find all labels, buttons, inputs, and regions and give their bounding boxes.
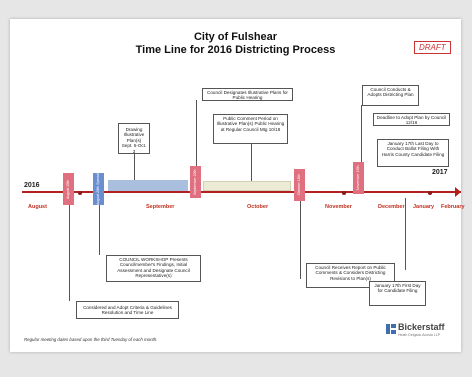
note-drawing-plans: Drawing Illustrative Plan(s) Sept. 5-Oct… <box>118 123 150 154</box>
note-public-comment: Public Comment Period on Illustrative Pl… <box>213 114 288 144</box>
note-council-receives: Council Receives Report on Public Commen… <box>306 263 395 288</box>
note-council-conducts: Council Conducts & Adopts Districting Pl… <box>362 85 419 106</box>
connector <box>251 144 252 181</box>
logo-mark-icon <box>386 324 396 334</box>
connector <box>99 205 100 255</box>
axis-arrow-icon <box>455 187 461 197</box>
month-label: February <box>441 204 465 210</box>
connector <box>134 154 135 180</box>
logo-name: Bickerstaff <box>398 322 445 332</box>
meeting-marker: August 26th Special Mtg <box>93 173 104 205</box>
month-label: December <box>378 204 405 210</box>
timeline-slide: City of Fulshear Time Line for 2016 Dist… <box>10 19 465 352</box>
connector <box>300 201 301 279</box>
month-label: January <box>413 204 435 210</box>
public-comment-band <box>203 181 291 191</box>
connector <box>196 100 197 166</box>
note-deadline: Deadline to Adopt Plan by Council 12/16 <box>373 113 450 126</box>
connector <box>69 205 70 301</box>
month-label: November <box>325 204 352 210</box>
page-subtitle: Time Line for 2016 Districting Process <box>135 44 336 56</box>
note-council-workshop: COUNCIL WORKSHOP Presents Councilmember'… <box>106 255 201 282</box>
note-considered-adopt: Considered and Adopt Criteria & Guidelin… <box>76 301 179 319</box>
drawing-period-band <box>108 180 188 191</box>
note-january-first: January 17th First Day for Candidate Fil… <box>369 281 426 306</box>
footnote: Regular meeting dates based upon the thi… <box>24 337 158 342</box>
axis-dot <box>342 191 346 195</box>
logo-tagline: Heath Delgado Acosta LLP <box>398 333 441 337</box>
connector <box>405 198 406 270</box>
meeting-marker: October 18th Regular Mtg <box>294 169 305 201</box>
axis-dot <box>428 191 432 195</box>
year-label-end: 2017 <box>432 169 448 176</box>
meeting-marker: August 15th Regular Mtg <box>63 173 74 205</box>
meeting-marker: September 20th Regular Mtg <box>190 166 201 198</box>
draft-stamp: DRAFT <box>414 41 451 54</box>
month-label: October <box>247 204 269 210</box>
note-january-filing: January 17th Last Day to Conduct Ballot … <box>377 139 449 167</box>
month-label: September <box>146 204 175 210</box>
page-title: City of Fulshear <box>193 31 278 43</box>
timeline-axis <box>22 191 461 193</box>
axis-dot <box>78 191 82 195</box>
bickerstaff-logo: Bickerstaff Heath Delgado Acosta LLP <box>385 322 451 344</box>
meeting-marker: November 15th Regular Mtg <box>353 162 364 194</box>
year-label-start: 2016 <box>24 182 40 189</box>
month-label: August <box>28 204 47 210</box>
note-council-designates: Council Designates Illustrative Plans fo… <box>202 88 293 101</box>
connector <box>361 105 362 162</box>
